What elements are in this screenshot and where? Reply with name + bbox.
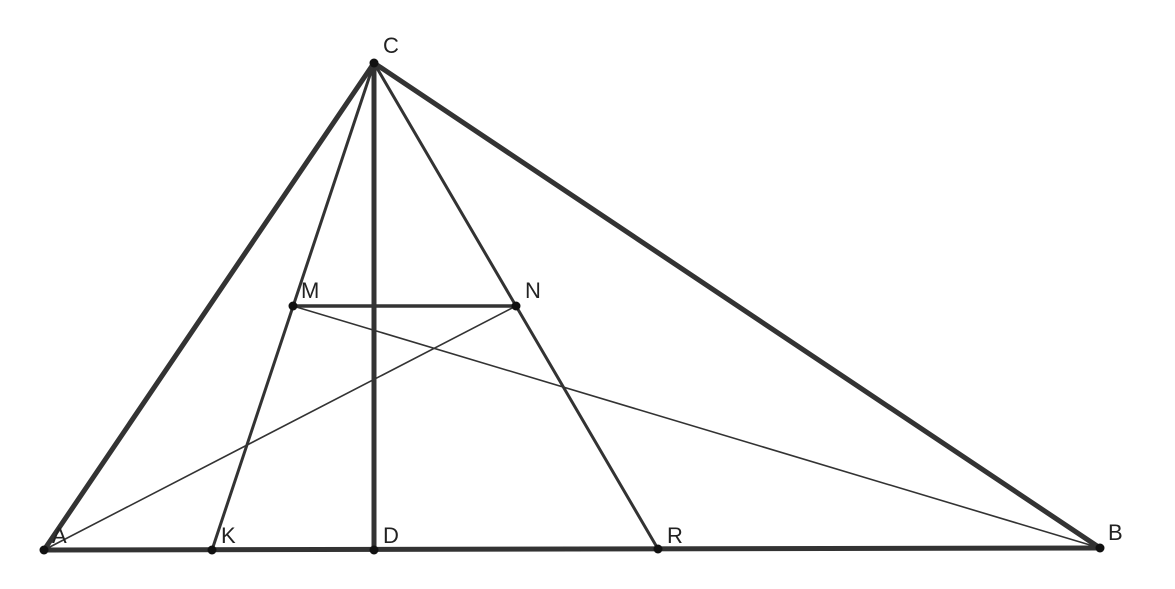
label-B: B [1108, 520, 1123, 545]
segment-MB [292, 305, 1101, 549]
label-A: A [52, 523, 67, 548]
point-C [369, 58, 379, 68]
point-N [511, 301, 521, 311]
label-K: K [221, 523, 236, 548]
point-A [39, 545, 49, 555]
point-D [369, 545, 379, 555]
point-B [1095, 543, 1105, 553]
segment-BC [371, 60, 1103, 551]
point-M [288, 301, 298, 311]
point-K [207, 545, 217, 555]
points-group [39, 58, 1105, 555]
segment-AN [43, 305, 517, 551]
label-R: R [667, 523, 683, 548]
labels-group: A B C D K R M N [52, 33, 1123, 548]
point-R [653, 544, 663, 554]
label-M: M [301, 278, 319, 303]
label-C: C [383, 33, 399, 58]
label-N: N [525, 278, 541, 303]
label-D: D [383, 523, 399, 548]
segment-AC [41, 60, 377, 553]
segments-group [41, 60, 1103, 553]
segment-AB [41, 545, 1103, 553]
